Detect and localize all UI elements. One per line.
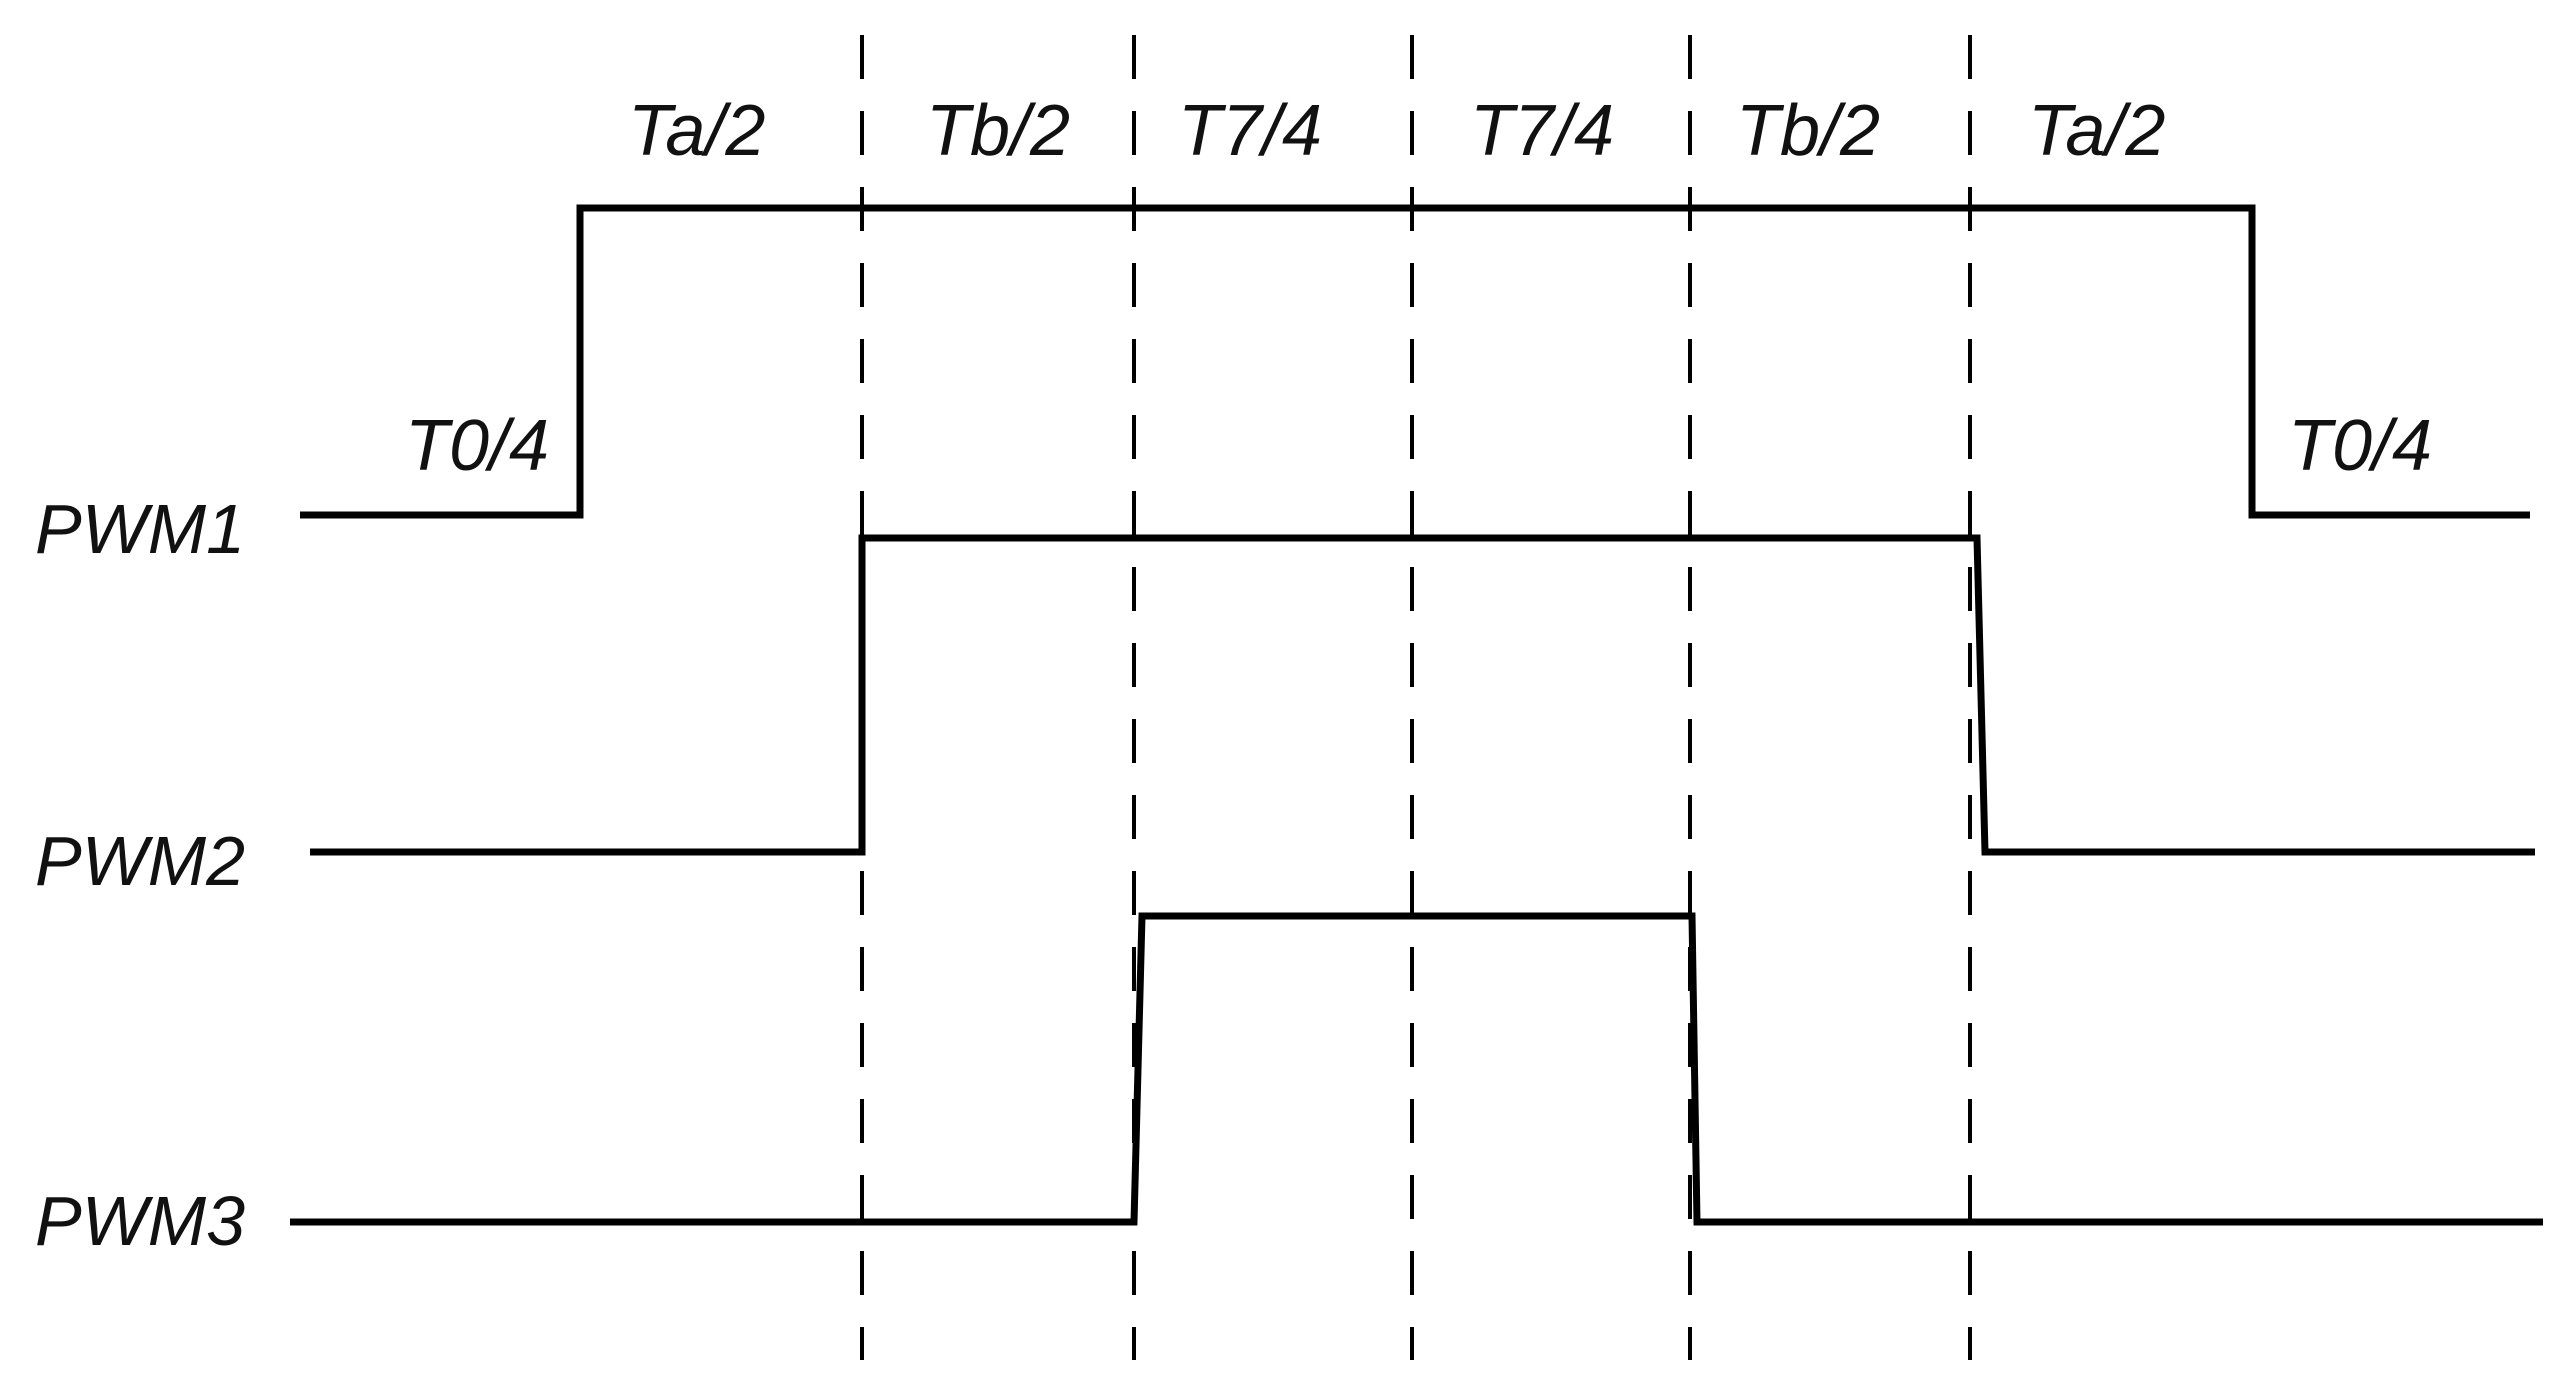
phase-dividers [860,35,1972,1360]
signal-label-pwm2: PWM2 [35,822,245,900]
segment-label-t0-end: T0/4 [2288,406,2432,486]
pwm3-waveform [290,912,2543,1226]
segment-label-t0-start: T0/4 [405,406,549,486]
segment-label-tb-second: Tb/2 [1736,91,1880,171]
segment-label-t7-second: T7/4 [1470,91,1614,171]
waveforms [290,204,2543,1226]
pwm1-waveform [300,204,2530,519]
signal-label-pwm1: PWM1 [35,490,245,568]
segment-label-ta-second: Ta/2 [2028,91,2165,171]
pwm2-waveform [310,534,2535,856]
signal-label-pwm3: PWM3 [35,1182,245,1260]
segment-label-ta-first: Ta/2 [628,91,765,171]
segment-label-tb-first: Tb/2 [926,91,1070,171]
segment-label-t7-first: T7/4 [1178,91,1322,171]
